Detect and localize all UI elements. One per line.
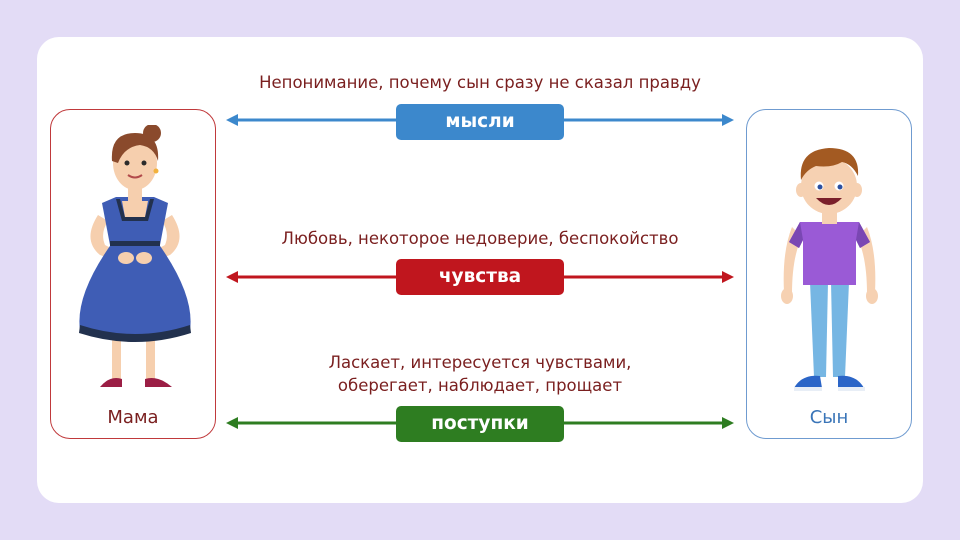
mother-label: Мама [107, 407, 159, 428]
actions-description-line2: оберегает, наблюдает, прощает [337, 376, 623, 395]
mother-figure-icon [79, 125, 191, 387]
feelings-description: Любовь, некоторое недоверие, беспокойств… [281, 229, 679, 248]
thoughts-description: Непонимание, почему сын сразу не сказал … [259, 73, 701, 92]
feelings-label: чувства [396, 259, 564, 295]
actions-description-line1: Ласкает, интересуется чувствами, [328, 353, 632, 372]
actions-label: поступки [396, 406, 564, 442]
son-figure-icon [781, 148, 878, 391]
son-label: Сын [809, 407, 849, 428]
thoughts-label: мысли [396, 104, 564, 140]
